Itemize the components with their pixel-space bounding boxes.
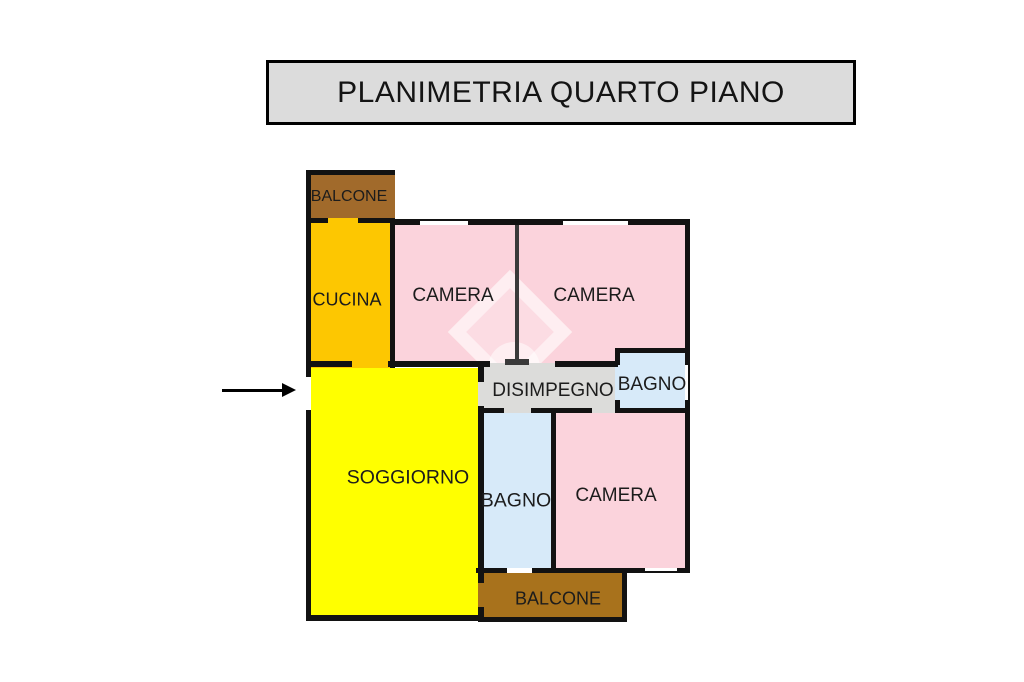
label-camera-3: CAMERA (575, 485, 657, 506)
label-camera-2: CAMERA (553, 285, 635, 306)
wall-top-seg2 (468, 219, 563, 225)
wall-bagnotop-left-upper (615, 348, 620, 365)
wall-soggiorno-bottom (306, 615, 484, 621)
label-camera-1: CAMERA (412, 285, 494, 306)
room-cucina (306, 218, 395, 370)
room-camera-2 (517, 219, 690, 367)
plan-title-box: PLANIMETRIA QUARTO PIANO (266, 60, 856, 125)
room-disimpegno (478, 363, 618, 413)
wall-left-upper (306, 170, 311, 370)
wall-bagnotop-top (615, 348, 690, 353)
label-balcone-bottom: BALCONE (514, 588, 602, 609)
wall-mid-seg1 (306, 361, 352, 367)
wall-disimpegno-bottom-seg1 (478, 408, 504, 413)
window-camera-2 (563, 219, 628, 225)
wall-right-lower (685, 400, 690, 573)
wall-cucina-camera1 (390, 219, 395, 368)
opening-bagno-balcone (507, 568, 532, 573)
wall-mid-seg3 (555, 361, 618, 367)
plan-title: PLANIMETRIA QUARTO PIANO (337, 75, 785, 109)
wall-left-entry-upper (306, 365, 311, 377)
label-soggiorno: SOGGIORNO (346, 466, 470, 489)
room-bagno-top (615, 350, 690, 413)
wall-bagno-camera3 (551, 413, 556, 570)
window-camera-1 (420, 219, 468, 225)
room-balcone-bottom (478, 570, 627, 622)
wall-camera-partition-cap (505, 359, 529, 365)
wall-balcone-cucina-right (358, 218, 395, 223)
wall-lower-seg1 (476, 568, 507, 573)
window-camera-3 (645, 568, 677, 573)
room-camera-1 (392, 219, 520, 367)
wall-balcone-bottom-right (622, 570, 627, 622)
room-camera-3 (553, 413, 690, 572)
wall-camera-partition (515, 225, 519, 360)
room-bagno-bottom (478, 413, 555, 572)
wall-balcone-cucina-left (306, 218, 328, 223)
wall-soggiorno-right-upper (478, 363, 484, 382)
label-cucina: CUCINA (312, 289, 382, 310)
label-disimpegno: DISIMPEGNO (492, 380, 614, 401)
room-soggiorno (311, 368, 484, 620)
wall-soggiorno-right-mid (478, 406, 484, 583)
wall-bagnotop-left-lower (615, 400, 620, 413)
wall-disimpegno-bottom-seg2 (531, 408, 592, 413)
wall-lower-seg2 (532, 568, 645, 573)
wall-left-lower (306, 410, 311, 621)
wall-top-seg1 (392, 219, 420, 225)
entrance-arrow-icon (282, 383, 296, 397)
wall-balcone-top-top (306, 170, 395, 175)
label-balcone-top: BALCONE (310, 188, 388, 205)
entrance-arrow-shaft (222, 389, 283, 392)
wall-lower-seg3 (677, 568, 690, 573)
label-bagno-top: BAGNO (617, 374, 687, 395)
wall-top-seg3 (628, 219, 690, 225)
wall-balcone-bottom-bottom (478, 617, 627, 622)
room-balcone-top (306, 170, 395, 223)
wall-soggiorno-right-lower (478, 607, 484, 622)
label-bagno-bottom: BAGNO (480, 489, 552, 512)
wall-mid-seg2 (388, 361, 490, 367)
wall-right-upper (685, 219, 690, 365)
window-bagno-top (685, 365, 690, 400)
wall-disimpegno-bottom-seg3 (618, 408, 690, 413)
